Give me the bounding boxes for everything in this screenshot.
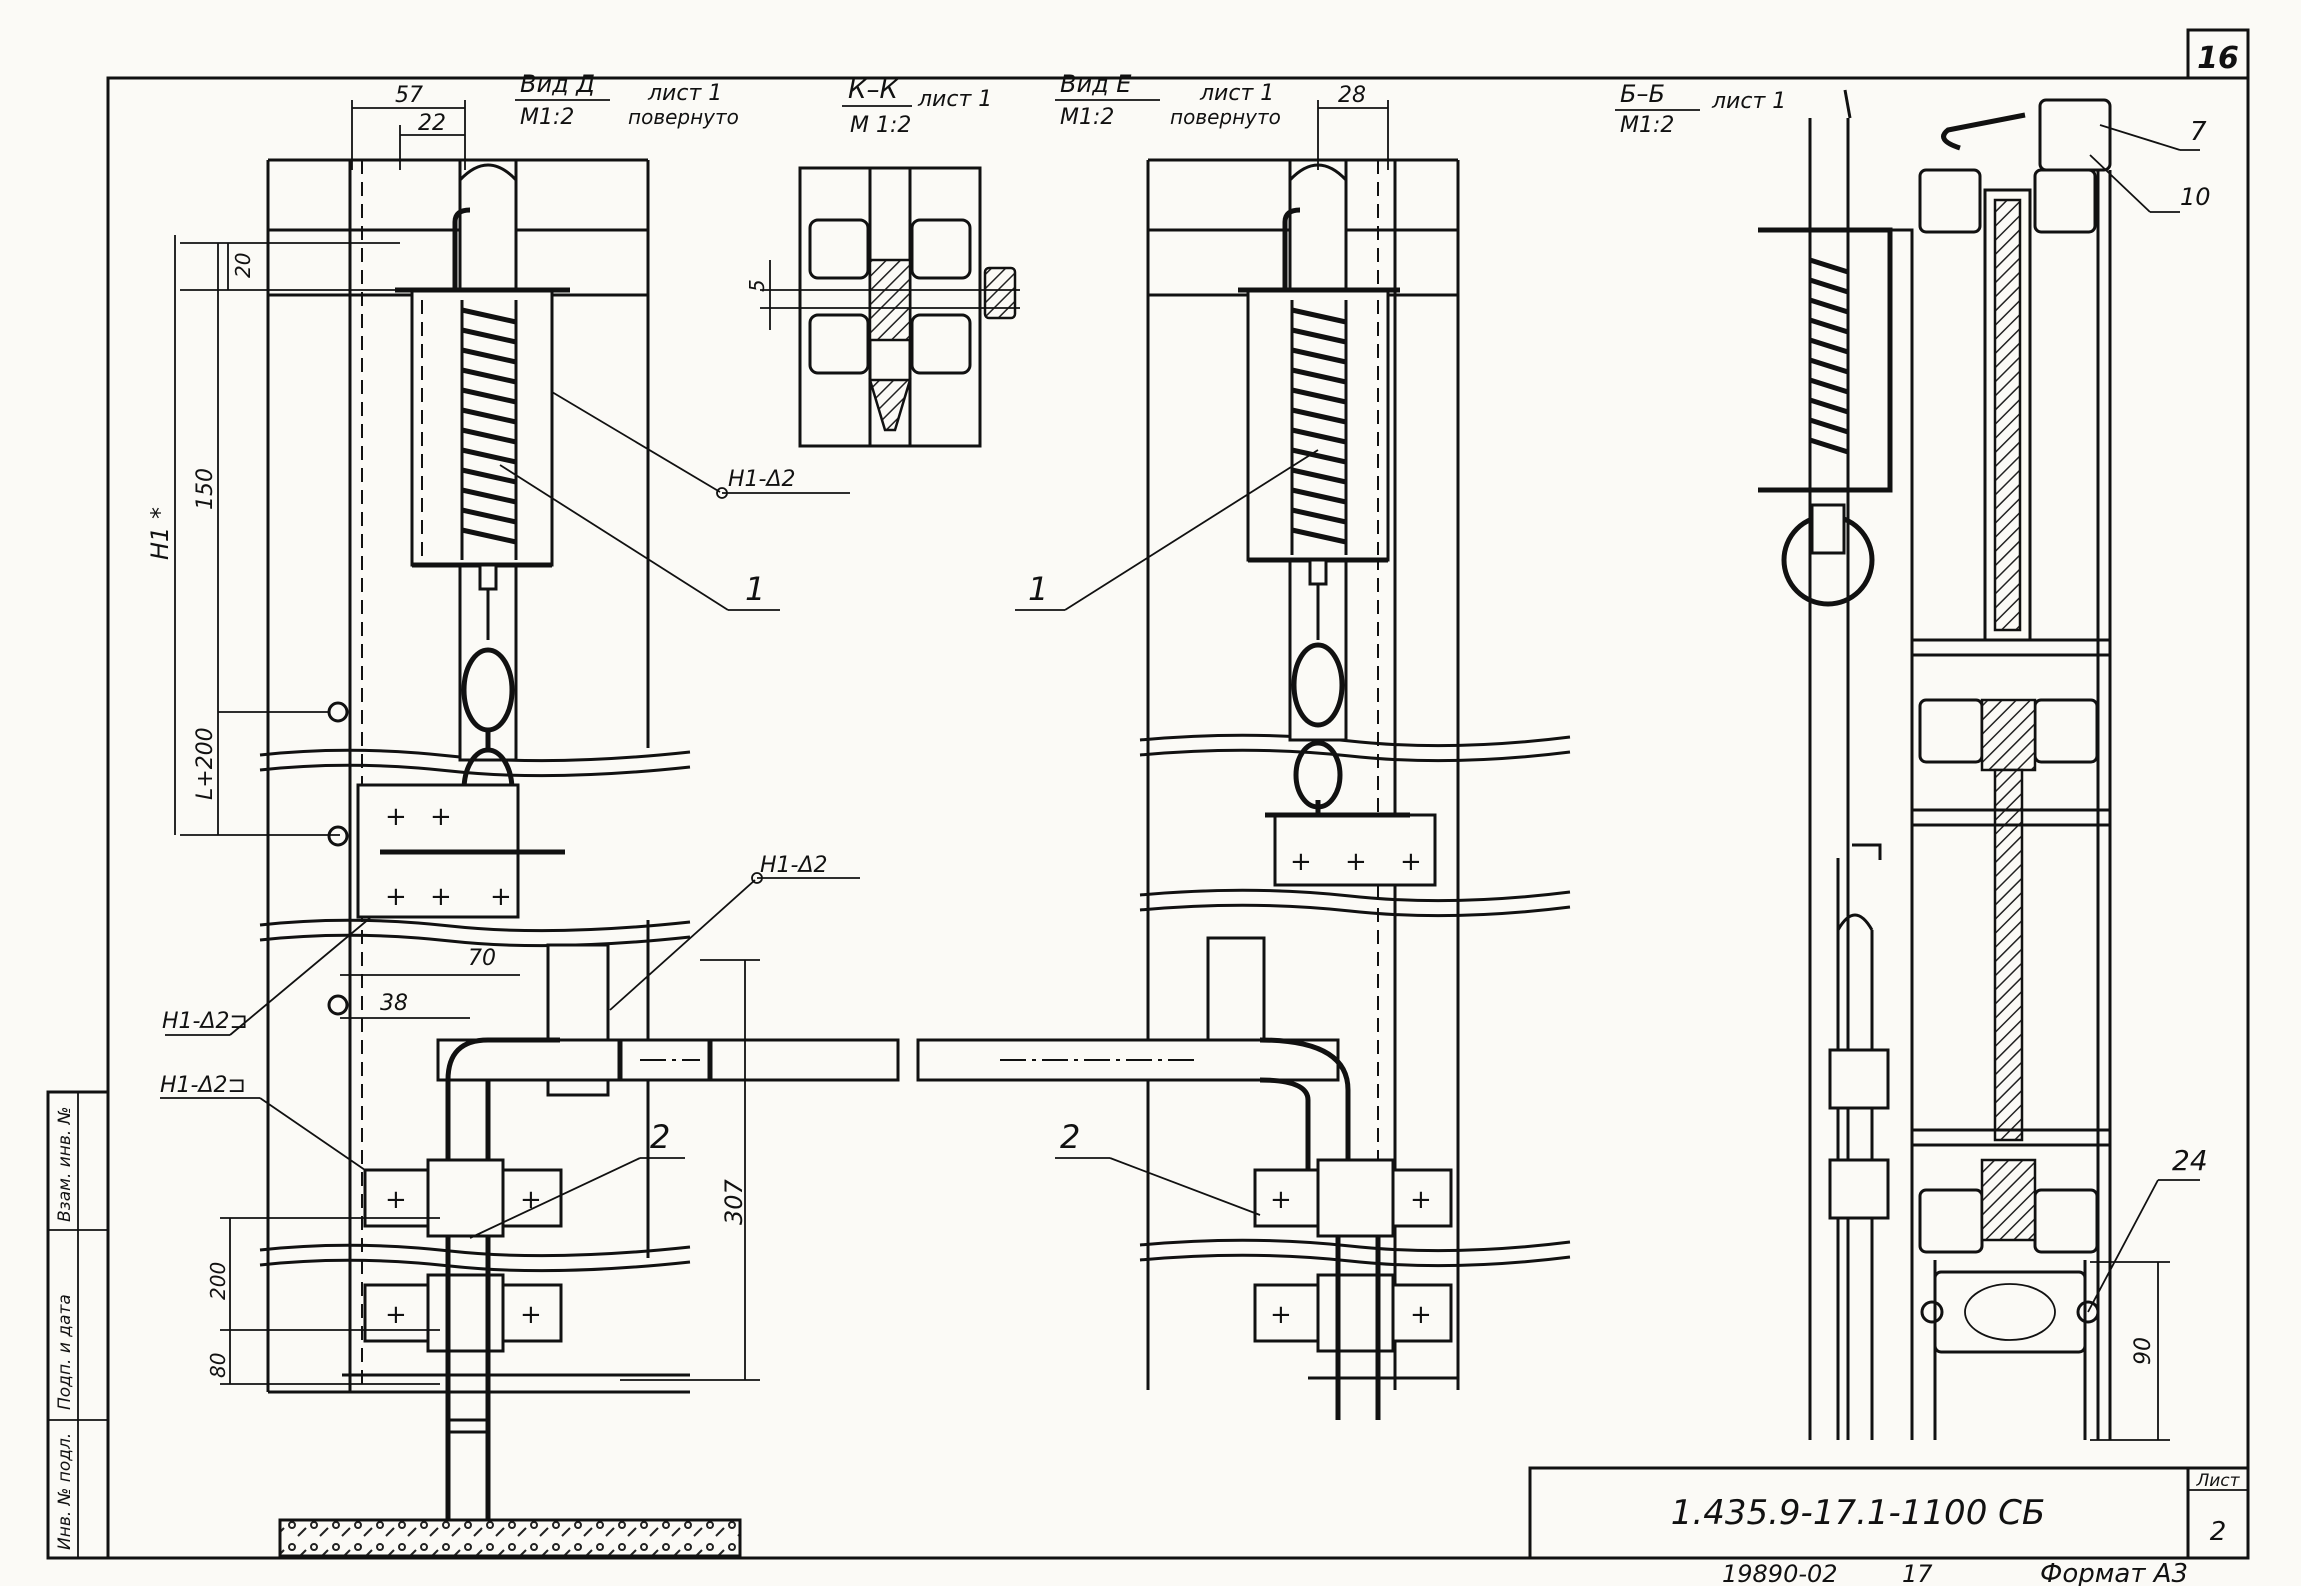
callout-10: 10	[2180, 183, 2211, 211]
view-d-note: повернуто	[628, 105, 739, 129]
weld-mark-1: Н1-Δ2	[728, 467, 796, 492]
callout-1-left: 1	[745, 570, 765, 608]
dim-307: 307	[720, 1178, 748, 1225]
section-k-name: К–К	[848, 75, 899, 105]
weld-mark-2: Н1-Δ2	[760, 853, 828, 878]
stamp-inv-no: Инв. № подл.	[55, 1433, 75, 1550]
sheet-frame	[106, 28, 2250, 1560]
svg-text:+: +	[1400, 847, 1422, 877]
svg-text:+: +	[385, 1300, 407, 1330]
format-label: Формат А3	[2040, 1559, 2188, 1586]
callout-2-left: 2	[650, 1118, 670, 1156]
svg-text:+: +	[1270, 1185, 1292, 1215]
callout-24: 24	[2172, 1144, 2208, 1177]
svg-text:+: +	[385, 882, 407, 912]
weld-mark-4: Н1-Δ2⊐	[160, 1073, 246, 1098]
view-e-scale: М1:2	[1060, 105, 1114, 130]
svg-text:+: +	[1290, 847, 1312, 877]
section-b-scale: М1:2	[1620, 113, 1674, 138]
svg-text:+: +	[1410, 1185, 1432, 1215]
callout-2-right: 2	[1060, 1118, 1080, 1156]
title-block	[1528, 1466, 2250, 1560]
view-e-sheet: лист 1	[1199, 81, 1274, 106]
svg-text:+: +	[385, 1185, 407, 1215]
dim-57: 57	[395, 83, 423, 108]
view-d-name: Вид Д	[520, 70, 595, 98]
sheet-number: 16	[2197, 41, 2239, 76]
view-d-drawing: + + + + + + + + +	[160, 100, 900, 1558]
svg-text:+: +	[520, 1185, 542, 1215]
svg-text:+: +	[430, 802, 452, 832]
section-b-drawing	[1758, 89, 2200, 1441]
svg-text:+: +	[520, 1300, 542, 1330]
svg-text:+: +	[430, 882, 452, 912]
section-k-scale: М 1:2	[850, 113, 911, 138]
stamp-replace-inv: Взам. инв. №	[55, 1107, 75, 1222]
sheet-no: 2	[2210, 1517, 2227, 1547]
section-k-drawing	[760, 166, 1020, 448]
inventory-no: 19890-02	[1722, 1560, 1838, 1586]
svg-text:+: +	[1410, 1300, 1432, 1330]
dim-28: 28	[1338, 83, 1366, 108]
dim-5: 5	[745, 279, 769, 292]
copy-no: 17	[1902, 1560, 1933, 1586]
section-b-sheet: лист 1	[1711, 89, 1786, 114]
dim-150: 150	[193, 468, 218, 510]
svg-text:+: +	[1345, 847, 1367, 877]
view-d-sheet: лист 1	[647, 81, 722, 106]
stamp-sign-date: Подп. и дата	[55, 1294, 75, 1410]
dim-l200: L+200	[193, 727, 218, 800]
side-stamp	[46, 1090, 110, 1560]
dim-20: 20	[231, 253, 255, 278]
dim-70: 70	[468, 946, 496, 971]
section-k-sheet: лист 1	[917, 87, 992, 112]
dim-80: 80	[206, 1353, 230, 1378]
view-e-note: повернуто	[1170, 105, 1281, 129]
svg-text:+: +	[1270, 1300, 1292, 1330]
svg-text:+: +	[490, 882, 512, 912]
dim-22: 22	[418, 111, 446, 136]
dim-38: 38	[380, 991, 408, 1016]
dim-90: 90	[2131, 1337, 2156, 1365]
view-e-name: Вид Е	[1060, 70, 1132, 98]
dim-h1: Н1 *	[146, 507, 174, 560]
sheet-label: Лист	[2195, 1471, 2240, 1491]
section-b-name: Б–Б	[1620, 80, 1665, 108]
weld-mark-3: Н1-Δ2⊐	[162, 1009, 248, 1034]
view-e-drawing: + + + + + + +	[916, 100, 1571, 1420]
callout-1-right: 1	[1028, 570, 1048, 608]
callout-7: 7	[2190, 117, 2207, 147]
dim-200: 200	[206, 1262, 230, 1300]
svg-text:+: +	[385, 802, 407, 832]
view-d-scale: М1:2	[520, 105, 574, 130]
drawing-designation: 1.435.9-17.1-1100 СБ	[1671, 1493, 2045, 1533]
